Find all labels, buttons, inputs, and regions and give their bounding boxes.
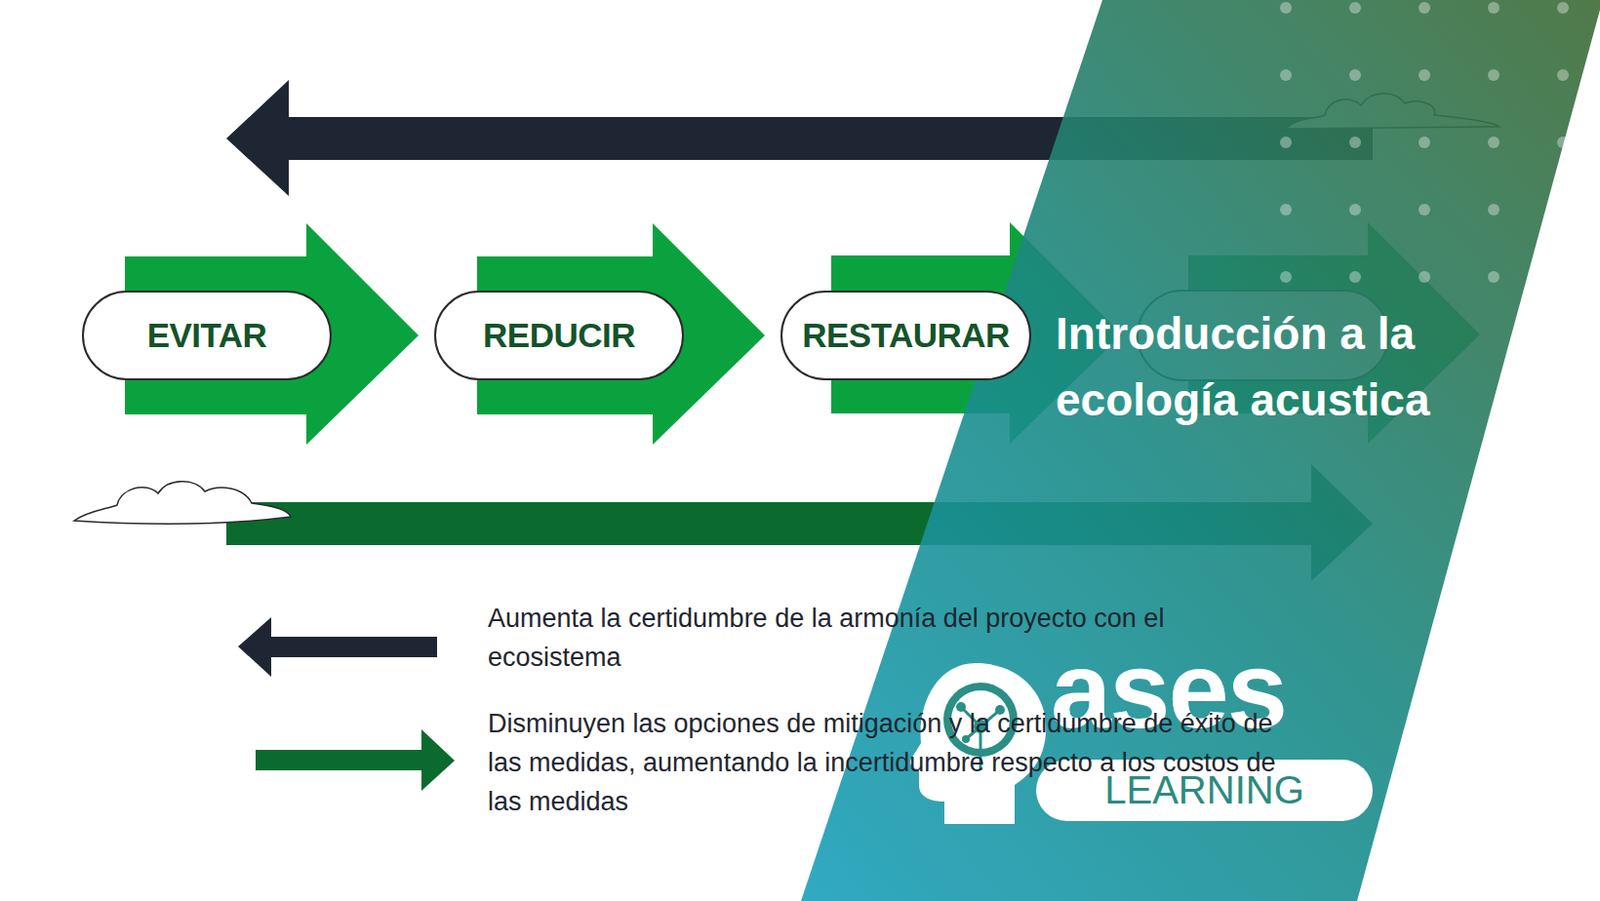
dot — [1280, 203, 1292, 216]
legend-dark-arrow — [238, 617, 438, 678]
head-logo — [910, 663, 1046, 825]
dot — [1487, 271, 1500, 283]
dot — [1487, 69, 1500, 81]
dot — [1418, 271, 1431, 283]
dot — [1557, 1, 1569, 14]
dot — [1418, 203, 1431, 216]
dot — [1557, 69, 1569, 81]
dot — [1418, 136, 1431, 149]
node-label: RESTAURAR — [801, 316, 1010, 356]
dot — [1349, 136, 1361, 149]
dot — [1280, 271, 1292, 283]
legend-text: Aumenta la certidumbre de la armonía del… — [487, 599, 1298, 678]
dot — [1557, 271, 1569, 283]
legend-text: Disminuyen las opciones de mitigación y … — [487, 704, 1298, 822]
dot — [1349, 271, 1361, 283]
cloud — [74, 481, 291, 525]
dot — [1557, 203, 1569, 216]
node-label: EVITAR — [147, 316, 268, 356]
legend-green-arrow — [255, 729, 455, 792]
dot — [1349, 69, 1361, 81]
step-arrow — [477, 223, 765, 445]
node-label: REDUCIR — [482, 316, 636, 356]
dot — [1349, 203, 1361, 216]
dot-grid — [1280, 1, 1569, 283]
step-pill: RESTAURAR — [780, 290, 1032, 381]
step-pill: REDUCIR — [434, 290, 684, 381]
dot — [1418, 1, 1431, 14]
title-text: Introducción a la ecología acustica — [1055, 300, 1524, 434]
dot — [1487, 136, 1500, 149]
step-pill: EVITAR — [81, 290, 332, 381]
dot — [1487, 203, 1500, 216]
dot — [1418, 69, 1431, 81]
dot — [1280, 69, 1292, 81]
dot — [1487, 1, 1500, 14]
dot — [1349, 1, 1361, 14]
dot — [1557, 136, 1569, 149]
dot — [1280, 1, 1292, 14]
dot — [1280, 136, 1292, 149]
